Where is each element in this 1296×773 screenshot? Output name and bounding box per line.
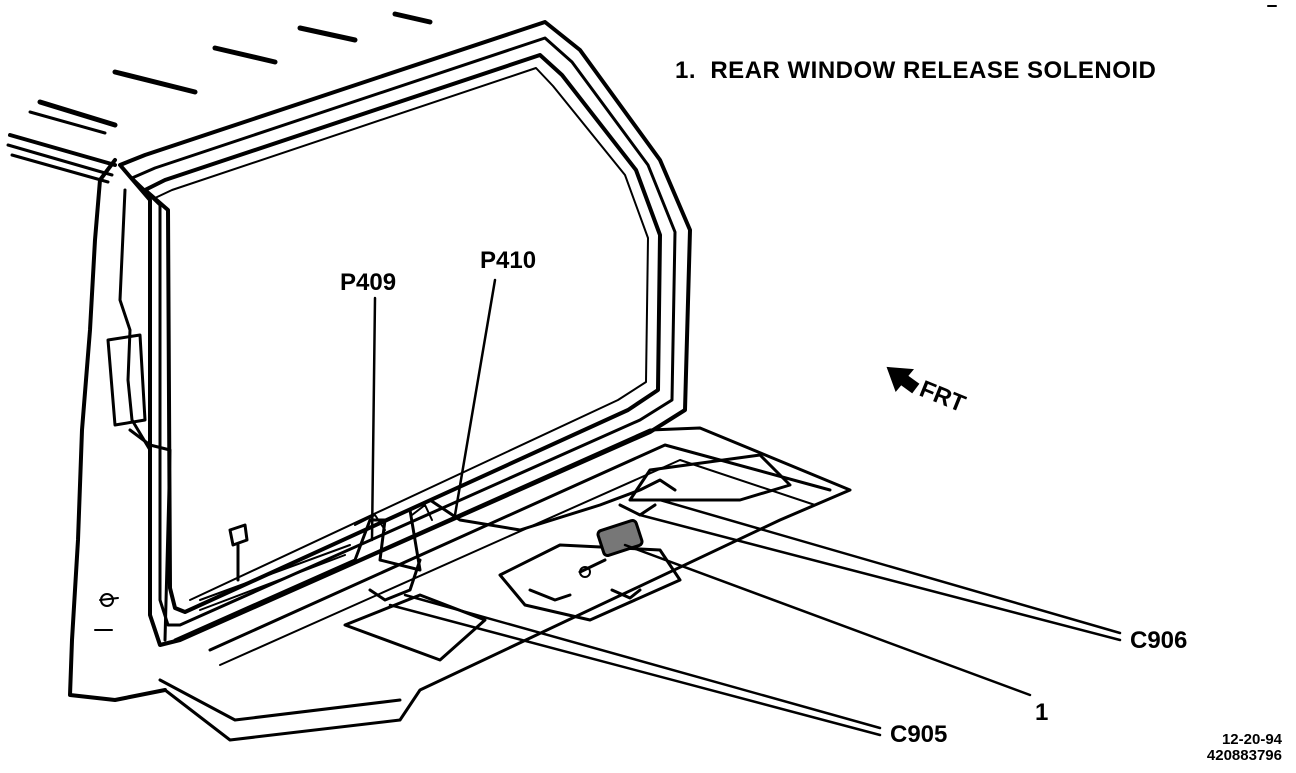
front-direction-indicator: FRT	[886, 366, 970, 419]
footer-date: 12-20-94	[1222, 731, 1283, 748]
callout-item-1: 1	[1035, 699, 1048, 726]
legend-item-1: 1. REAR WINDOW RELEASE SOLENOID	[675, 57, 1156, 84]
bolt-icon	[228, 523, 249, 582]
solenoid-component	[528, 518, 644, 602]
footer-code: 420883796	[1207, 747, 1282, 764]
window-frame	[118, 20, 692, 647]
callout-p410: P410	[480, 247, 536, 274]
roof-ridges	[6, 11, 433, 184]
floor-panel	[158, 426, 852, 742]
leader-lines	[370, 278, 1122, 737]
front-arrow-icon	[886, 366, 920, 394]
direction-label: FRT	[916, 376, 970, 419]
callout-p409: P409	[340, 269, 396, 296]
left-body-panel	[68, 158, 167, 702]
callout-c905: C905	[890, 721, 947, 748]
callout-c906: C906	[1130, 627, 1187, 654]
